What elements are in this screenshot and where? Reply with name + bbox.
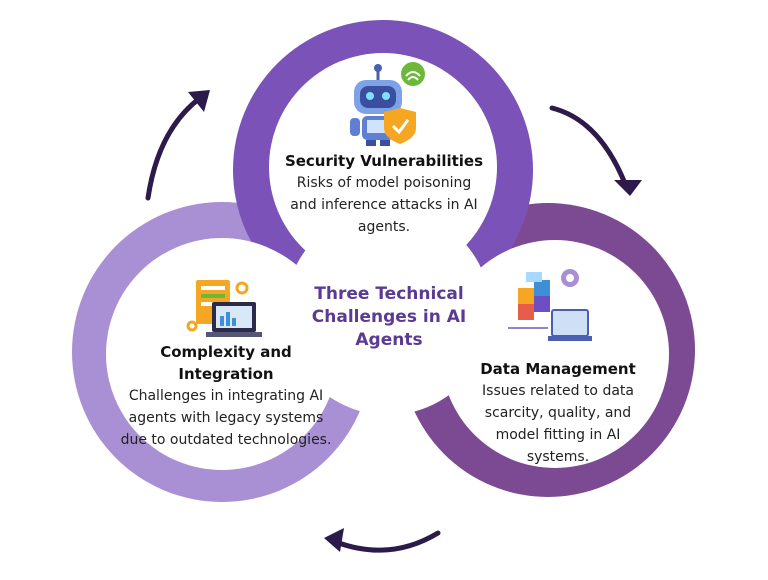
node-data-description: Issues related to data scarcity, quality… <box>482 383 634 465</box>
node-complexity-description: Challenges in integrating AI agents with… <box>120 388 332 448</box>
disc-center <box>285 209 491 415</box>
center-title: Three Technical Challenges in AI Agents <box>311 284 467 350</box>
node-complexity-title: Complexity and Integration <box>160 343 292 383</box>
node-security: Security Vulnerabilities Risks of model … <box>283 150 485 238</box>
robot-shield-icon <box>350 62 425 146</box>
arrow-top-right <box>549 105 629 189</box>
disc-data <box>441 240 669 468</box>
gears-laptop-icon <box>186 280 262 337</box>
disc-complexity <box>106 238 338 470</box>
arrow-head-top-left <box>188 90 210 112</box>
node-complexity: Complexity and Integration Challenges in… <box>120 341 332 451</box>
node-security-title: Security Vulnerabilities <box>284 152 484 170</box>
arrow-head-bottom <box>324 528 344 552</box>
database-laptop-icon <box>508 269 592 341</box>
arrow-top-left <box>145 95 203 201</box>
arrow-bottom <box>333 530 441 553</box>
node-data-title: Data Management <box>480 360 636 378</box>
node-security-description: Risks of model poisoning and inference a… <box>290 175 478 235</box>
arrow-head-top-right <box>614 180 642 196</box>
node-data: Data Management Issues related to data s… <box>470 358 646 468</box>
